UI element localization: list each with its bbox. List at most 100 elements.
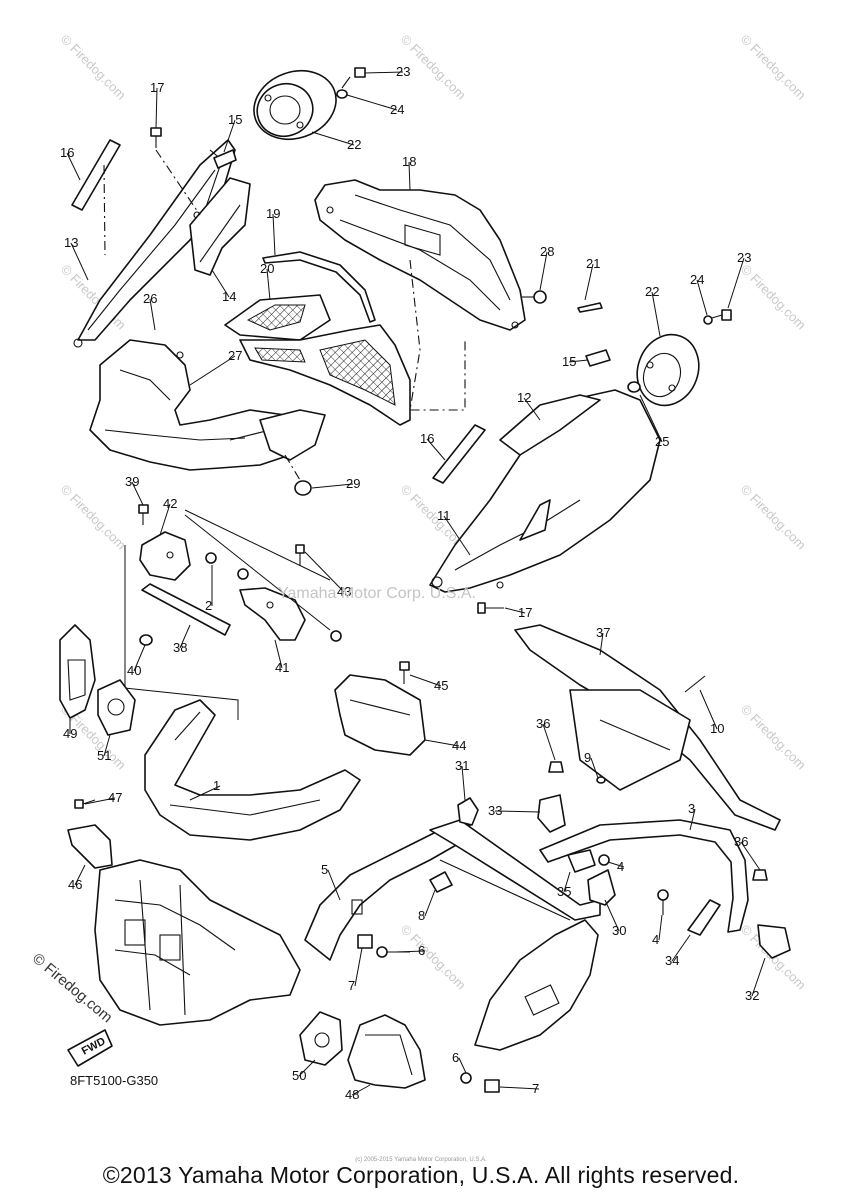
guard-50: [299, 1011, 343, 1066]
pin-10: [684, 675, 706, 693]
callout-leader: [568, 359, 589, 363]
callout-2: 2: [205, 598, 212, 613]
callout-leader: [311, 483, 354, 489]
callout-7: 7: [532, 1081, 539, 1096]
callout-leader: [409, 674, 442, 687]
callout-leader: [266, 268, 271, 301]
center-watermark: Yamaha Motor Corp. U.S.A.: [278, 585, 476, 602]
callout-23: 23: [396, 64, 410, 79]
washer-9: [596, 776, 606, 784]
rivet-21: [577, 302, 603, 313]
mesh-guard-27: [239, 324, 411, 426]
clip-7-mid: [357, 934, 373, 949]
callout-leader: [272, 213, 276, 256]
guard-51: [97, 679, 136, 736]
callout-15: 15: [228, 112, 242, 127]
callout-35: 35: [557, 884, 571, 899]
callout-3: 3: [688, 801, 695, 816]
callout-9: 9: [584, 750, 591, 765]
callout-leader: [494, 810, 541, 813]
bolt-4-upper: [598, 854, 610, 866]
callout-39: 39: [125, 474, 139, 489]
bolts-2: [205, 552, 249, 580]
callout-38: 38: [173, 640, 187, 655]
callout-17: 17: [518, 605, 532, 620]
callout-19: 19: [266, 206, 280, 221]
callout-12: 12: [517, 390, 531, 405]
callout-25: 25: [655, 434, 669, 449]
copyright-notice: ©2013 Yamaha Motor Corporation, U.S.A. A…: [102, 1162, 740, 1188]
tile-watermark: © Firedog.com: [738, 702, 809, 773]
panel-14: [189, 177, 251, 276]
callout-49: 49: [63, 726, 77, 741]
callout-16: 16: [420, 431, 434, 446]
clip-36-right: [752, 869, 768, 881]
callout-20: 20: [260, 261, 274, 276]
callout-15: 15: [562, 354, 576, 369]
callout-leader: [189, 785, 221, 801]
muffler-11: [429, 389, 661, 593]
callout-50: 50: [292, 1068, 306, 1083]
callout-leader: [346, 94, 398, 111]
callout-10: 10: [710, 721, 724, 736]
washer-24-top: [336, 89, 348, 99]
strip-16-mid: [432, 424, 486, 484]
callout-21: 21: [586, 256, 600, 271]
tile-watermark: © Firedog.com: [58, 482, 129, 553]
callout-leader: [443, 515, 471, 556]
callout-31: 31: [455, 758, 469, 773]
callout-1: 1: [213, 778, 220, 793]
tile-watermark: © Firedog.com: [738, 262, 809, 333]
strip-16-top: [71, 139, 121, 211]
callout-16: 16: [60, 145, 74, 160]
callout-40: 40: [127, 663, 141, 678]
muffler-cap-22-top: [253, 70, 337, 140]
callout-leader: [274, 639, 283, 669]
callout-leader: [131, 481, 144, 506]
fairing-5: [304, 824, 471, 961]
callout-leader: [354, 947, 363, 987]
bolt-23-right: [711, 309, 732, 321]
bolt-47: [74, 799, 96, 809]
callout-leader: [103, 734, 111, 757]
callout-leader: [424, 889, 436, 917]
bolt-4-lower: [657, 889, 669, 915]
callout-46: 46: [68, 877, 82, 892]
block-8: [429, 871, 453, 893]
callout-45: 45: [434, 678, 448, 693]
callout-36: 36: [536, 716, 550, 731]
callout-43: 43: [337, 584, 351, 599]
callout-leader: [607, 861, 625, 868]
bracket-42: [139, 531, 191, 581]
callout-leader: [84, 797, 116, 805]
tile-watermark: © Firedog.com: [398, 922, 469, 993]
bolt-6-low: [460, 1072, 472, 1084]
mount-31: [457, 797, 479, 826]
callout-leader: [740, 841, 761, 871]
clip-36-left: [548, 761, 564, 773]
small-print: (c) 2005-2015 Yamaha Motor Corporation, …: [355, 1157, 487, 1163]
muffler-cap-22-right: [636, 333, 700, 407]
callout-leader: [539, 251, 548, 291]
callout-leader: [211, 269, 230, 298]
callout-48: 48: [345, 1087, 359, 1102]
callout-6: 6: [452, 1050, 459, 1065]
callout-42: 42: [163, 496, 177, 511]
cover-44: [334, 674, 426, 756]
bolt-45: [399, 661, 410, 684]
callout-leader: [689, 808, 696, 831]
callout-leader: [499, 1086, 540, 1090]
callout-6: 6: [418, 943, 425, 958]
callout-leader: [311, 131, 355, 146]
callout-leader: [426, 438, 446, 461]
callout-leader: [74, 864, 86, 886]
callout-24: 24: [690, 272, 704, 287]
callout-leader: [696, 279, 708, 316]
pad-15-top: [213, 149, 237, 169]
callout-51: 51: [97, 748, 111, 763]
callout-24: 24: [390, 102, 404, 117]
washer-24-right: [703, 315, 713, 325]
callout-37: 37: [596, 625, 610, 640]
callout-13: 13: [64, 235, 78, 250]
